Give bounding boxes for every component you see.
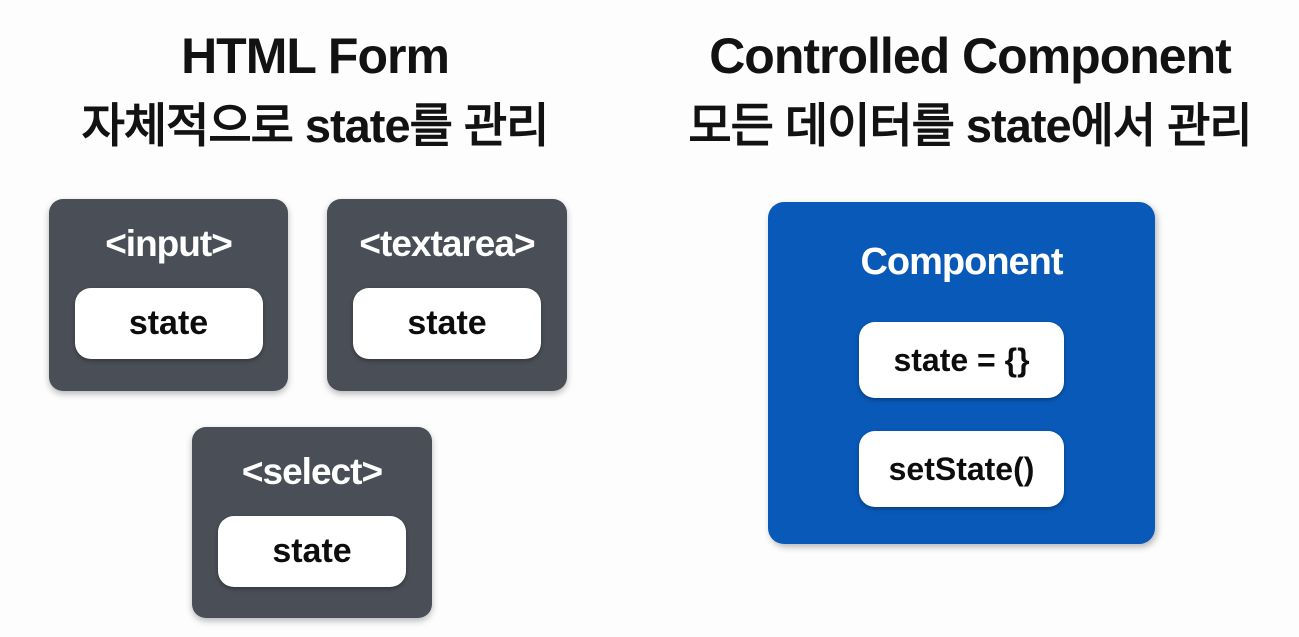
- input-tag-label: <input>: [105, 222, 233, 264]
- html-form-header: HTML Form 자체적으로 state를 관리: [20, 28, 610, 151]
- setstate-label: setState(): [888, 450, 1035, 487]
- input-element-box: <input> state: [49, 199, 288, 391]
- component-box-title: Component: [860, 240, 1063, 283]
- select-tag-label: <select>: [241, 450, 383, 492]
- component-box: Component state = {} setState(): [768, 202, 1155, 544]
- setstate-pill: setState(): [859, 431, 1064, 507]
- select-state-label: state: [272, 532, 352, 570]
- input-state-pill: state: [74, 288, 263, 359]
- input-state-label: state: [128, 304, 209, 342]
- controlled-component-subtitle: 모든 데이터를 state에서 관리: [688, 98, 1252, 152]
- textarea-state-label: state: [407, 304, 487, 342]
- controlled-component-title: Controlled Component: [709, 28, 1232, 84]
- select-state-pill: state: [218, 516, 406, 587]
- textarea-element-box: <textarea> state: [327, 199, 567, 391]
- textarea-tag-label: <textarea>: [359, 222, 535, 264]
- state-object-pill: state = {}: [859, 322, 1064, 398]
- controlled-component-header: Controlled Component 모든 데이터를 state에서 관리: [660, 28, 1280, 151]
- html-form-subtitle: 자체적으로 state를 관리: [81, 98, 550, 152]
- textarea-state-pill: state: [353, 288, 541, 359]
- select-element-box: <select> state: [192, 427, 432, 618]
- state-object-label: state = {}: [893, 341, 1030, 378]
- html-form-title: HTML Form: [181, 28, 450, 84]
